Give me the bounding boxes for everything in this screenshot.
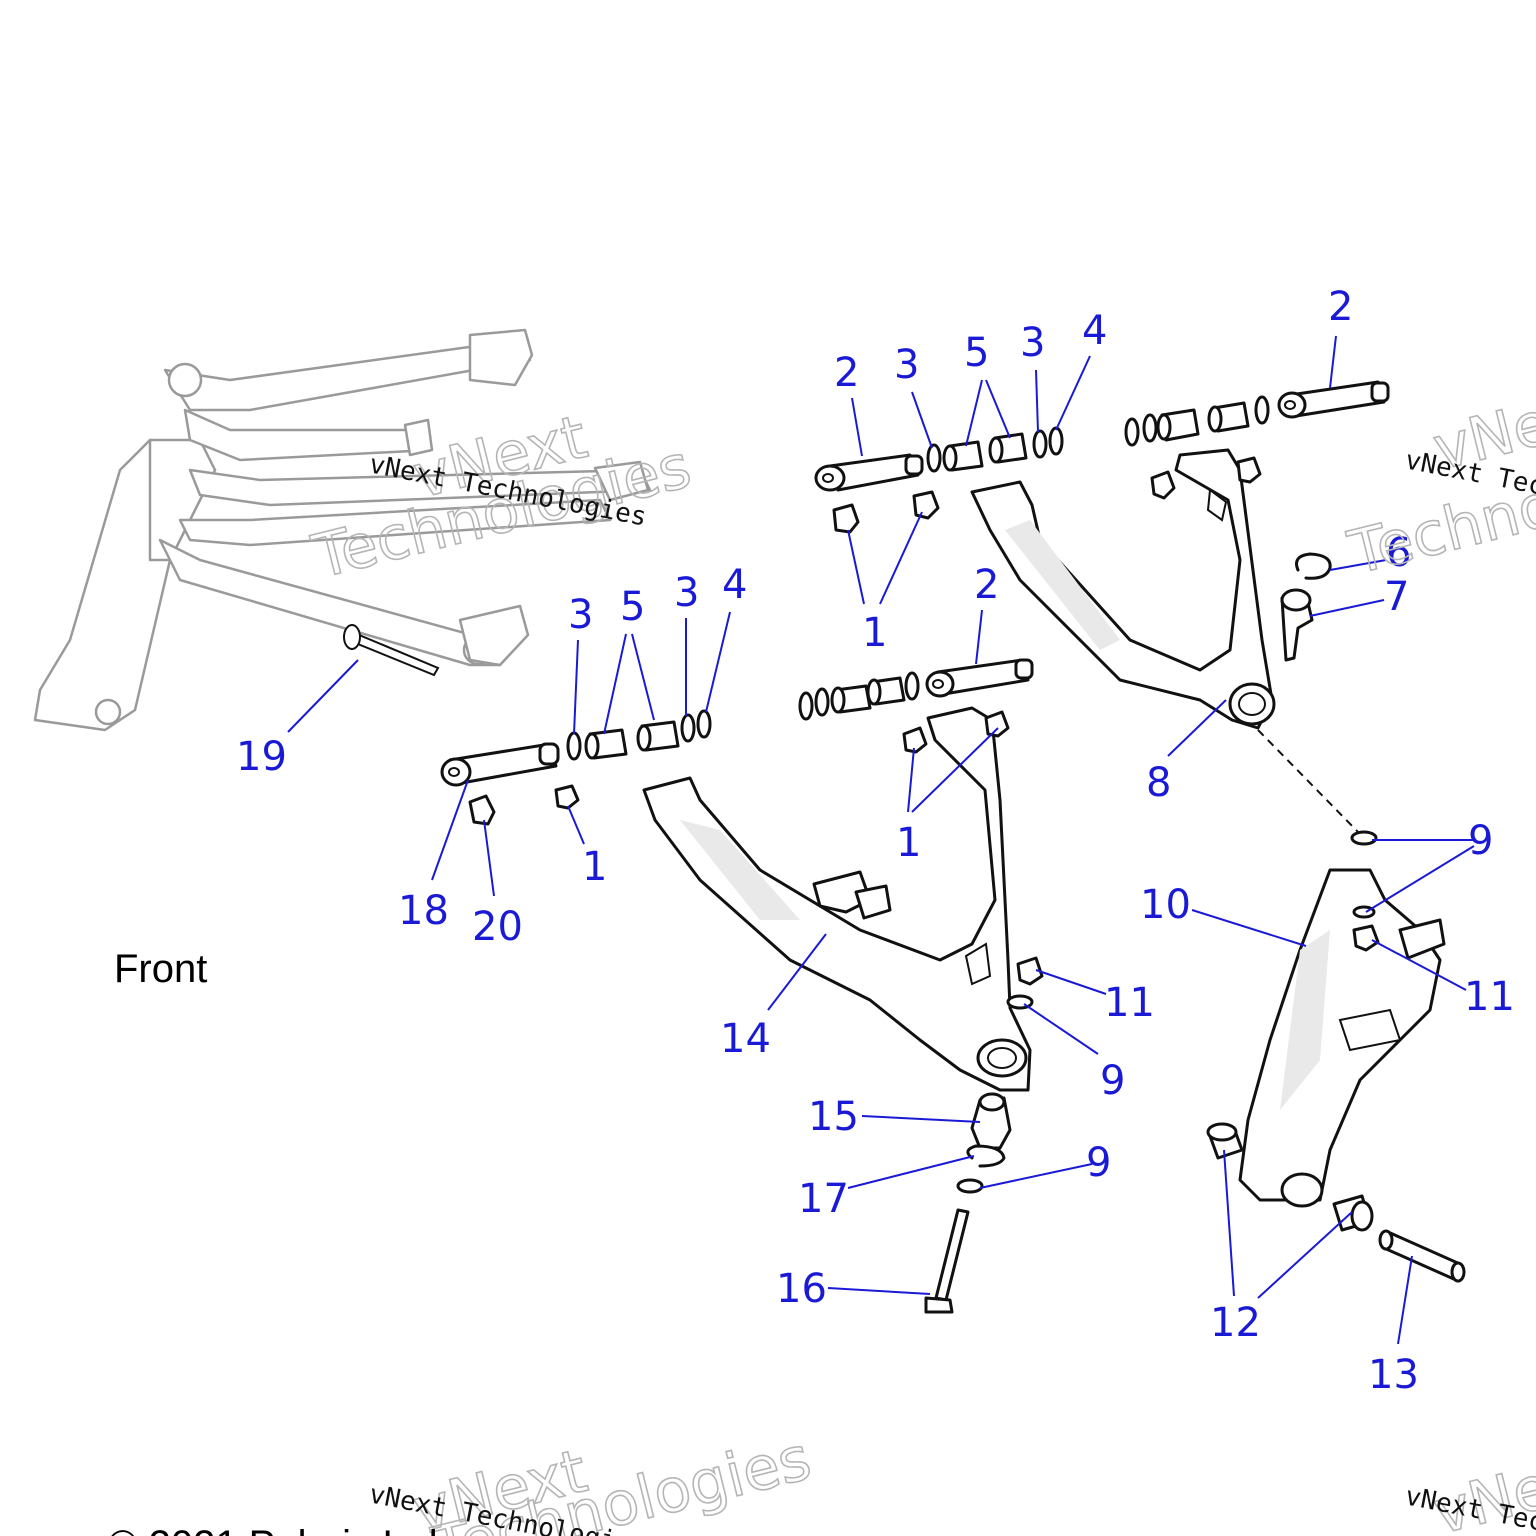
ring-4-upper [1048,426,1064,456]
callout-19: 19 [236,734,287,780]
bushing-5-lower-a [584,728,628,760]
callout-3-lower-a: 3 [568,592,593,638]
bushing-12-left [1206,1122,1244,1160]
nut-right-upper-b [1236,456,1262,484]
nut-1-upper-a [832,503,860,534]
callout-3-lower-b: 3 [674,570,699,616]
callout-2-upper-middle: 2 [834,350,859,396]
nut-20 [468,794,496,826]
alignment-dashed-line [1257,729,1363,837]
callout-7: 7 [1384,574,1409,620]
spindle-10 [1238,868,1446,1208]
bolt-16 [924,1208,970,1314]
washer-9-upper [1350,830,1378,846]
washer-9-lower-b [956,1178,984,1194]
leader-lines [287,335,1475,1345]
bushing-5-upper-a [942,440,984,472]
upper-a-arm-8 [970,448,1276,730]
sleeve-13 [1378,1229,1466,1283]
callout-1-upper: 1 [862,610,887,656]
nut-right-upper-a [1150,470,1176,500]
callout-12: 12 [1210,1300,1261,1346]
nut-1-upper-b [912,490,940,520]
circlip-6 [1295,552,1332,580]
callout-1-lower-left: 1 [582,844,607,890]
callout-3-upper-b: 3 [1020,320,1045,366]
callout-20: 20 [472,904,523,950]
copyright-text: © 2021 Polaris Ind [108,1523,438,1536]
washers-right-upper [1124,395,1270,447]
pin-2-upper-middle [814,453,924,492]
callout-5-lower: 5 [620,584,645,630]
circlip-17 [966,1144,1006,1168]
pin-2-lower-middle [925,658,1034,698]
nut-11-spindle [1352,924,1380,952]
lower-a-arm-14 [642,706,1032,1092]
bushing-5-upper-b [988,432,1028,464]
callout-1-lower-middle: 1 [896,820,921,866]
bolt-19 [343,624,440,677]
callout-9-lower-b: 9 [1086,1140,1111,1186]
pin-2-upper-right [1277,380,1390,419]
callout-14: 14 [720,1016,771,1062]
callout-16: 16 [776,1266,827,1312]
callout-15: 15 [808,1094,859,1140]
nut-1-lower-left [554,784,580,810]
callout-11-spindle: 11 [1464,974,1515,1020]
callout-2-upper-right: 2 [1328,284,1353,330]
washer-3-lower-a [566,731,582,761]
washer-3-upper-a [926,443,942,473]
callout-4-upper: 4 [1082,308,1107,354]
callout-17: 17 [798,1176,849,1222]
nut-1-lower-middle-a [902,726,928,754]
watermark-bottom: vNext Technologies vNext Technologies [367,1423,819,1536]
callout-10: 10 [1140,882,1191,928]
callout-2-lower-middle: 2 [974,562,999,608]
nut-11-lower [1016,956,1044,986]
callout-numbers: 2 3 5 3 4 2 1 6 7 2 3 5 3 4 19 8 1 1 9 1… [236,284,1515,1398]
washer-3-upper-b [1032,429,1048,459]
callout-9-spindle: 9 [1468,818,1493,864]
callout-4-lower: 4 [722,562,747,608]
orientation-label: Front [114,947,207,991]
pin-18 [440,742,560,787]
ring-4-lower [696,709,712,739]
watermark-right: vNext Technologies vNext Technologies [1341,373,1536,589]
ball-joint-15 [970,1092,1012,1150]
callout-13: 13 [1368,1352,1419,1398]
callout-5-upper: 5 [964,330,989,376]
washers-lower-middle [798,671,920,721]
washer-3-lower-b [680,713,696,743]
callout-9-lower-a: 9 [1100,1058,1125,1104]
nut-1-lower-middle-b [984,710,1010,738]
ghost-frame-assembly [33,328,652,732]
bushing-12-right [1332,1194,1374,1232]
callout-18: 18 [398,888,449,934]
callout-6: 6 [1386,530,1411,576]
bushing-5-lower-b [636,720,680,752]
callout-8: 8 [1146,760,1171,806]
ball-joint-7 [1280,588,1314,662]
watermark-bottom-right: vNext vNext Technologies [1403,1437,1536,1536]
callout-3-upper-a: 3 [894,342,919,388]
callout-11-lower: 11 [1104,980,1155,1026]
